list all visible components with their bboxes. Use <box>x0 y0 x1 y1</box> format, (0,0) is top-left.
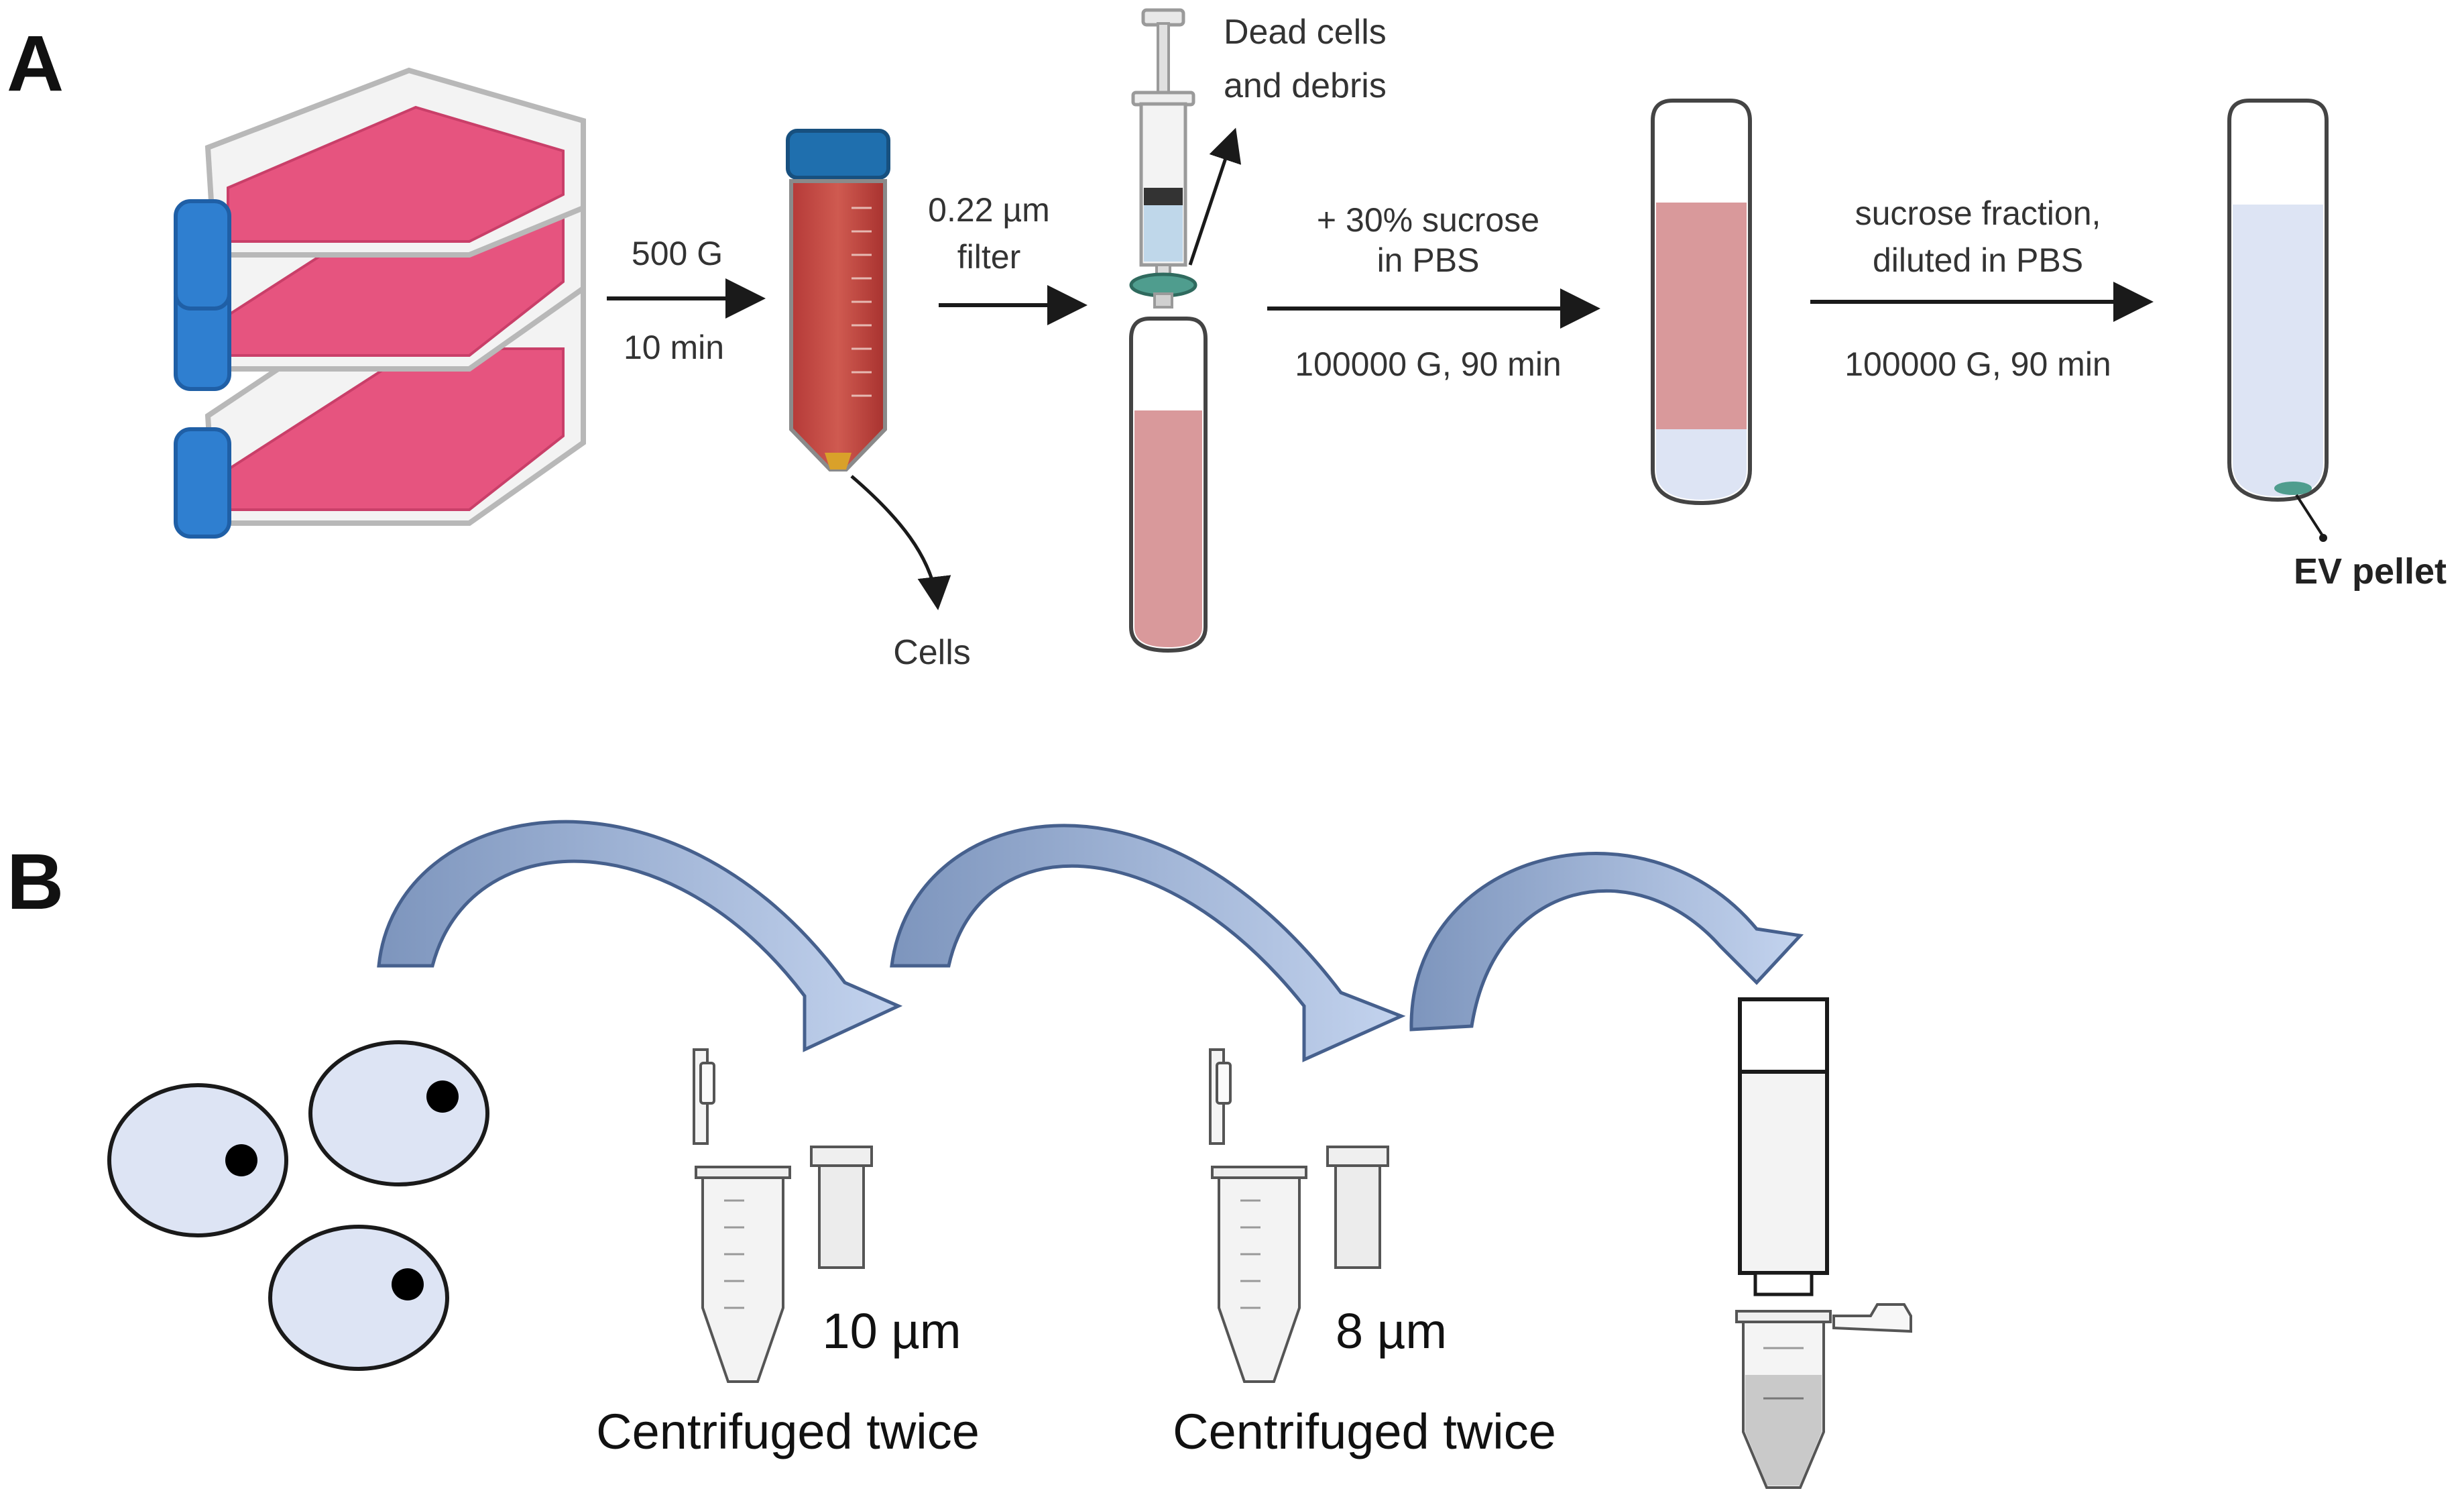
ultracentrifuge-tube-3 <box>2227 99 2329 502</box>
debris-arrow <box>1188 127 1242 266</box>
debris-label-2: and debris <box>1224 66 1387 105</box>
step3-line1: + 30% sucrose <box>1317 201 1539 239</box>
filter1-pore-size: 10 µm <box>822 1303 961 1359</box>
flask-cap-blue <box>174 199 231 311</box>
ev-pellet <box>2274 482 2312 495</box>
step4-line1: sucrose fraction, <box>1855 194 2101 232</box>
step2-line1: 0.22 µm <box>928 191 1050 229</box>
culture-flask-stack <box>174 67 586 539</box>
cell <box>268 1225 449 1371</box>
cell <box>107 1083 288 1237</box>
step3-bottom: 100000 G, 90 min <box>1295 345 1562 383</box>
syringe-filter <box>1129 8 1197 309</box>
cells-arrow <box>850 475 951 610</box>
filter-tube-set-2 <box>1209 1048 1389 1383</box>
transfer-arrow-2 <box>890 824 1406 1062</box>
collection-tube <box>1735 1303 1912 1489</box>
spin-column <box>1738 997 1829 1296</box>
cell <box>308 1040 489 1186</box>
tube-cap-blue <box>786 129 890 180</box>
filter-tube-set-1 <box>693 1048 873 1383</box>
ultracentrifuge-tube-1 <box>1129 317 1208 653</box>
step2-line2: filter <box>957 238 1020 276</box>
panel-a-letter: A <box>7 19 64 108</box>
step3-line2: in PBS <box>1377 241 1480 279</box>
ev-pellet-label: EV pellet <box>2294 551 2447 592</box>
transfer-arrow-3 <box>1409 852 1804 1032</box>
falcon-tube <box>786 129 890 471</box>
panel-b-letter: B <box>7 838 64 926</box>
pellet-pointer <box>2295 494 2325 538</box>
cells-label: Cells <box>893 633 971 672</box>
filter2-pore-size: 8 µm <box>1336 1303 1447 1359</box>
filter2-caption: Centrifuged twice <box>1173 1404 1556 1459</box>
filter1-caption: Centrifuged twice <box>596 1404 980 1459</box>
step1-top-label: 500 G <box>632 235 723 272</box>
debris-label-1: Dead cells <box>1224 13 1387 52</box>
flask-cap-blue <box>174 427 231 539</box>
culture-flask <box>174 67 586 311</box>
transfer-arrow-1 <box>377 820 903 1052</box>
cell-cluster <box>107 1040 489 1371</box>
ultracentrifuge-tube-2 <box>1651 99 1752 506</box>
step4-line2: diluted in PBS <box>1873 241 2083 279</box>
step4-bottom: 100000 G, 90 min <box>1844 345 2111 383</box>
step1-bottom-label: 10 min <box>624 329 724 366</box>
